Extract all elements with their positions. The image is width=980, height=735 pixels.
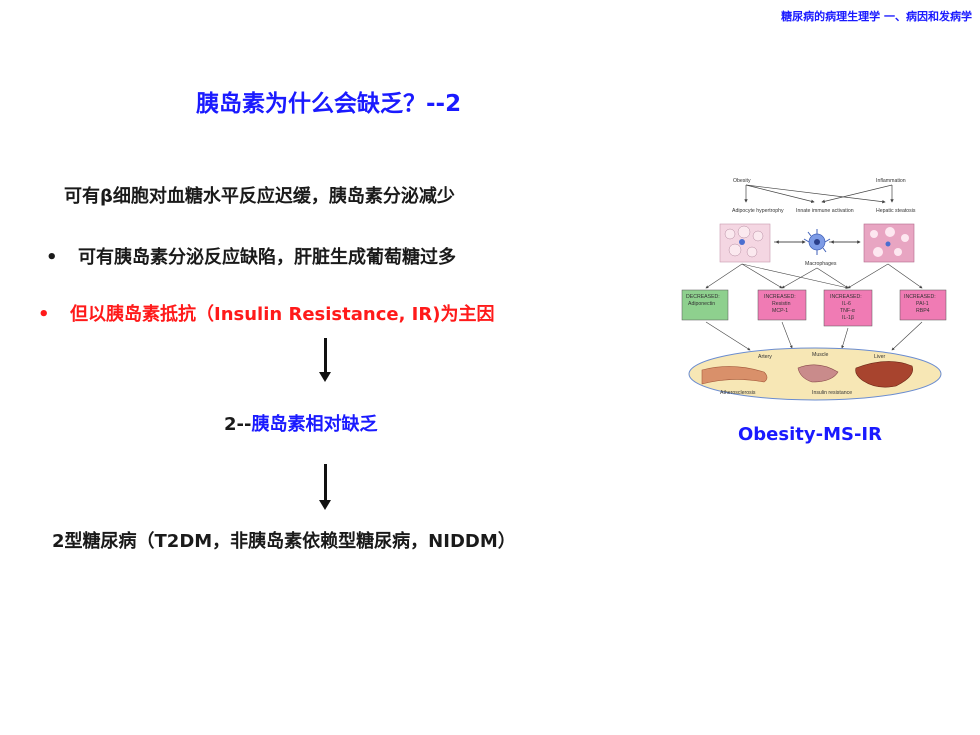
page-title: 胰岛素为什么会缺乏？--2 — [196, 91, 462, 117]
bullet: • — [46, 247, 58, 268]
point-beta-cell: 可有β细胞对血糖水平反应迟缓，胰岛素分泌减少 — [64, 186, 455, 207]
down-arrow-1 — [319, 338, 331, 382]
t2dm-definition: 2型糖尿病（T2DM，非胰岛素依赖型糖尿病，NIDDM） — [52, 531, 516, 552]
box-3-item: IL-6 — [842, 301, 851, 307]
box-1-head: DECREASED: — [686, 294, 720, 300]
adipokine-box-2: INCREASED: Resistin MCP-1 — [757, 289, 807, 321]
adipokine-box-1: DECREASED: Adiponectin — [681, 289, 729, 321]
adipokine-box-3: INCREASED: IL-6 TNF-α IL-1β — [823, 289, 873, 327]
fig-label-muscle: Muscle — [812, 352, 829, 358]
point-secretion-defect: • 可有胰岛素分泌反应缺陷，肝脏生成葡萄糖过多 — [46, 243, 456, 269]
down-arrow-2 — [319, 464, 331, 510]
fig-label-macrophages: Macrophages — [805, 261, 837, 267]
adipokine-box-4: INCREASED: PAI-1 RBP4 — [899, 289, 947, 321]
macrophage-icon — [803, 229, 831, 255]
obesity-ms-ir-figure: Obesity Inflammation Adipocyte hypertrop… — [681, 178, 947, 401]
relative-text: 胰岛素相对缺乏 — [251, 414, 378, 435]
fig-label-insulin-resistance: Insulin resistance — [812, 390, 852, 396]
adipose-tissue-image — [719, 223, 771, 263]
point-secretion-defect-text: 可有胰岛素分泌反应缺陷，肝脏生成葡萄糖过多 — [78, 247, 456, 268]
relative-prefix: 2-- — [224, 414, 252, 435]
point-insulin-resistance: • 但以胰岛素抵抗（Insulin Resistance, IR)为主因 — [38, 300, 494, 326]
fig-label-atherosclerosis: Atherosclerosis — [720, 390, 756, 396]
box-2-head: INCREASED: — [764, 294, 796, 300]
liver-icon — [855, 361, 913, 388]
bullet: • — [38, 304, 50, 325]
fig-label-artery: Artery — [758, 354, 772, 360]
box-1-item: Adiponectin — [688, 301, 715, 307]
box-4-item: PAI-1 — [916, 301, 929, 307]
fig-label-obesity: Obesity — [733, 178, 751, 184]
muscle-icon — [797, 364, 839, 383]
figure-caption: Obesity-MS-IR — [738, 424, 882, 445]
box-2-item: Resistin — [772, 301, 791, 307]
header-tag: 糖尿病的病理生理学 一、病因和发病学 — [781, 10, 972, 23]
box-2-item: MCP-1 — [772, 308, 788, 314]
relative-deficiency: 2--胰岛素相对缺乏 — [224, 410, 377, 436]
box-3-item: TNF-α — [840, 308, 855, 314]
fig-label-inflammation: Inflammation — [876, 178, 906, 184]
fig-label-adipocyte: Adipocyte hypertrophy — [732, 208, 784, 214]
artery-icon — [701, 366, 768, 385]
fig-label-liver: Liver — [874, 354, 886, 360]
liver-tissue-image — [863, 223, 915, 263]
box-3-head: INCREASED: — [830, 294, 862, 300]
point-insulin-resistance-text: 但以胰岛素抵抗（Insulin Resistance, IR)为主因 — [70, 304, 495, 325]
fig-label-innate-immune: Innate immune activation — [796, 208, 854, 214]
box-3-item: IL-1β — [842, 315, 854, 321]
box-4-head: INCREASED: — [904, 294, 936, 300]
box-4-item: RBP4 — [916, 308, 930, 314]
fig-label-hepatic: Hepatic steatosis — [876, 208, 916, 214]
